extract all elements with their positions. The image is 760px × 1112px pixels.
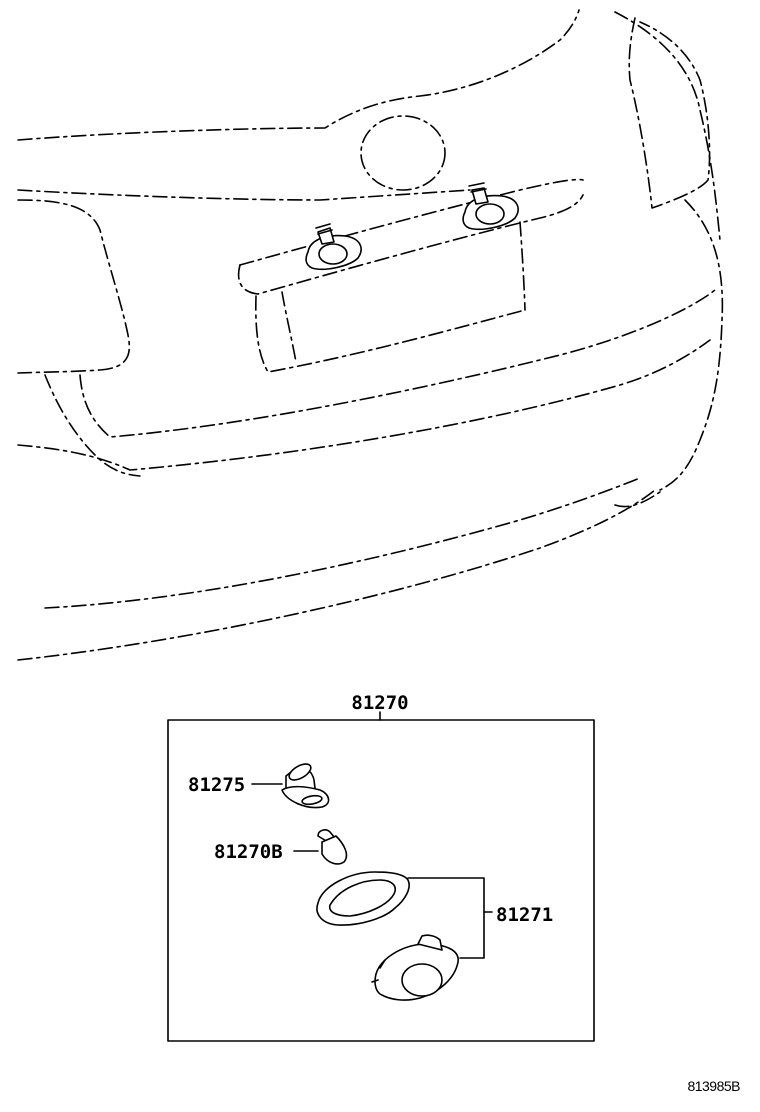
assembly-box: 81270 — [167, 692, 595, 1042]
vehicle-rear-outline — [17, 9, 724, 661]
lens-housing-part: 81271 — [316, 871, 553, 1001]
installed-lamp-left — [305, 223, 362, 271]
bulb-part: 81270B — [214, 829, 348, 865]
socket-part: 81275 — [188, 763, 330, 809]
lens-housing-part-number: 81271 — [496, 904, 553, 926]
assembly-part-number: 81270 — [351, 692, 408, 714]
socket-part-number: 81275 — [188, 774, 245, 796]
diagram-reference-code: 813985B — [687, 1078, 740, 1094]
installed-lamp-right — [462, 182, 519, 231]
bulb-part-number: 81270B — [214, 841, 283, 863]
